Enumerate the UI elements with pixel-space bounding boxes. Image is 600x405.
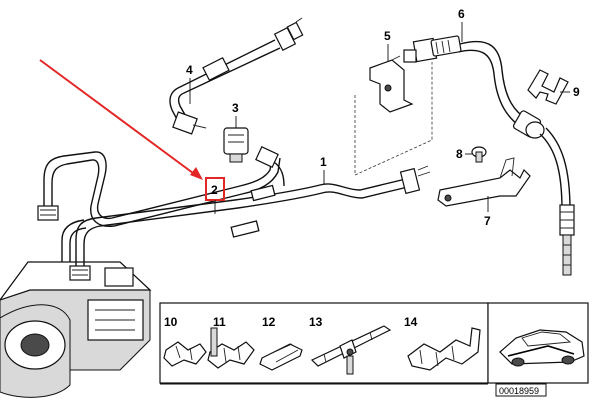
callout-13: 13 xyxy=(309,315,323,329)
abs-unit xyxy=(0,261,152,398)
diagram-code-label: 00018959 xyxy=(495,383,547,397)
callout-10: 10 xyxy=(164,315,178,329)
callout-5: 5 xyxy=(384,29,391,43)
callout-9: 9 xyxy=(573,85,580,99)
callout-2: 2 xyxy=(211,183,218,197)
callout-1-group: 1 xyxy=(320,155,327,184)
brake-hose-6 xyxy=(391,35,575,276)
part-10: 10 xyxy=(163,315,207,367)
callout-7-group: 7 xyxy=(484,196,491,228)
diagram-code: 00018959 xyxy=(499,386,539,396)
callout-1: 1 xyxy=(320,155,327,169)
callout-5-group: 5 xyxy=(384,29,391,62)
red-pointer-arrow xyxy=(39,59,203,180)
callout-3: 3 xyxy=(232,101,239,115)
small-parts-panel: 10 11 12 13 14 xyxy=(159,302,589,397)
clip-9 xyxy=(527,69,569,105)
callout-6-group: 6 xyxy=(458,7,465,42)
callout-9-group: 9 xyxy=(560,85,580,99)
part-11: 11 xyxy=(207,315,255,369)
callout-8: 8 xyxy=(456,147,463,161)
car-thumbnail xyxy=(487,302,589,384)
callout-7: 7 xyxy=(484,214,491,228)
callout-8-group: 8 xyxy=(456,147,472,161)
hose-sleeves xyxy=(230,184,276,238)
callout-3-group: 3 xyxy=(232,101,239,128)
brake-hose-4 xyxy=(169,17,304,135)
callout-12: 12 xyxy=(262,315,276,329)
callout-4-group: 4 xyxy=(186,63,193,104)
bolt-8 xyxy=(471,146,487,163)
callout-6: 6 xyxy=(458,7,465,21)
part-12: 12 xyxy=(259,315,303,371)
callout-14: 14 xyxy=(404,315,418,329)
part-13: 13 xyxy=(309,315,392,375)
bracket-5 xyxy=(354,59,433,176)
bracket-7 xyxy=(437,157,531,207)
brake-pipe-1 xyxy=(69,165,431,281)
callout-11: 11 xyxy=(213,315,226,329)
highlighted-callout-2: 2 xyxy=(205,177,225,214)
callout-4: 4 xyxy=(186,63,193,77)
part-14: 14 xyxy=(404,315,481,371)
